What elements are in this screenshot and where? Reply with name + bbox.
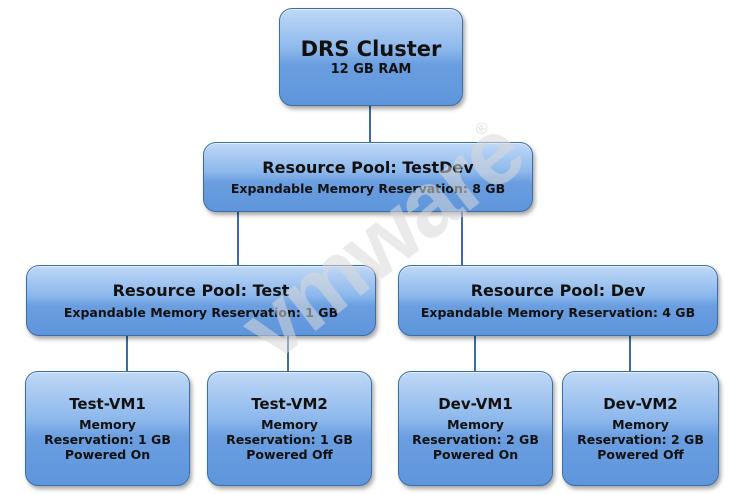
vm-node-dev-vm1[interactable]: Dev-VM1 Memory Reservation: 2 GB Powered… bbox=[398, 371, 553, 486]
vm-name: Dev-VM1 bbox=[438, 395, 513, 413]
vm-name: Dev-VM2 bbox=[603, 395, 678, 413]
connector-testdev-dev bbox=[461, 212, 463, 265]
vm-reservation: Reservation: 1 GB bbox=[226, 432, 353, 447]
vm-power-state: Powered Off bbox=[246, 447, 333, 462]
vm-reservation: Reservation: 1 GB bbox=[44, 432, 171, 447]
drs-cluster-title: DRS Cluster bbox=[300, 36, 442, 61]
drs-cluster-capacity: 12 GB RAM bbox=[330, 61, 412, 77]
connector-testdev-test bbox=[237, 212, 239, 265]
resource-pool-test-title: Resource Pool: Test bbox=[112, 281, 290, 301]
resource-pool-test-node[interactable]: Resource Pool: Test Expandable Memory Re… bbox=[26, 265, 376, 336]
resource-pool-testdev-title: Resource Pool: TestDev bbox=[262, 157, 474, 177]
connector-test-vm2 bbox=[287, 336, 289, 371]
watermark-registered-mark: ® bbox=[472, 119, 492, 140]
vm-memory-label: Memory bbox=[79, 417, 136, 432]
connector-dev-vm1 bbox=[474, 336, 476, 371]
vm-memory-label: Memory bbox=[612, 417, 669, 432]
resource-pool-dev-title: Resource Pool: Dev bbox=[470, 281, 646, 301]
vm-name: Test-VM2 bbox=[251, 395, 328, 413]
vm-node-dev-vm2[interactable]: Dev-VM2 Memory Reservation: 2 GB Powered… bbox=[562, 371, 719, 486]
vm-reservation: Reservation: 2 GB bbox=[412, 432, 539, 447]
connector-root-testdev bbox=[369, 106, 371, 142]
resource-pool-test-reservation: Expandable Memory Reservation: 1 GB bbox=[63, 304, 339, 320]
resource-pool-testdev-node[interactable]: Resource Pool: TestDev Expandable Memory… bbox=[203, 142, 533, 212]
vm-node-test-vm2[interactable]: Test-VM2 Memory Reservation: 1 GB Powere… bbox=[207, 371, 372, 486]
connector-test-vm1 bbox=[126, 336, 128, 371]
vm-memory-label: Memory bbox=[447, 417, 504, 432]
resource-pool-dev-reservation: Expandable Memory Reservation: 4 GB bbox=[420, 304, 696, 320]
vm-reservation: Reservation: 2 GB bbox=[577, 432, 704, 447]
connector-dev-vm2 bbox=[629, 336, 631, 371]
vm-power-state: Powered Off bbox=[597, 447, 684, 462]
vm-memory-label: Memory bbox=[261, 417, 318, 432]
vm-power-state: Powered On bbox=[64, 447, 151, 462]
vm-node-test-vm1[interactable]: Test-VM1 Memory Reservation: 1 GB Powere… bbox=[25, 371, 190, 486]
resource-pool-testdev-reservation: Expandable Memory Reservation: 8 GB bbox=[230, 181, 506, 197]
vm-power-state: Powered On bbox=[432, 447, 519, 462]
vm-name: Test-VM1 bbox=[69, 395, 146, 413]
drs-cluster-node[interactable]: DRS Cluster 12 GB RAM bbox=[279, 8, 463, 106]
resource-pool-dev-node[interactable]: Resource Pool: Dev Expandable Memory Res… bbox=[398, 265, 718, 336]
